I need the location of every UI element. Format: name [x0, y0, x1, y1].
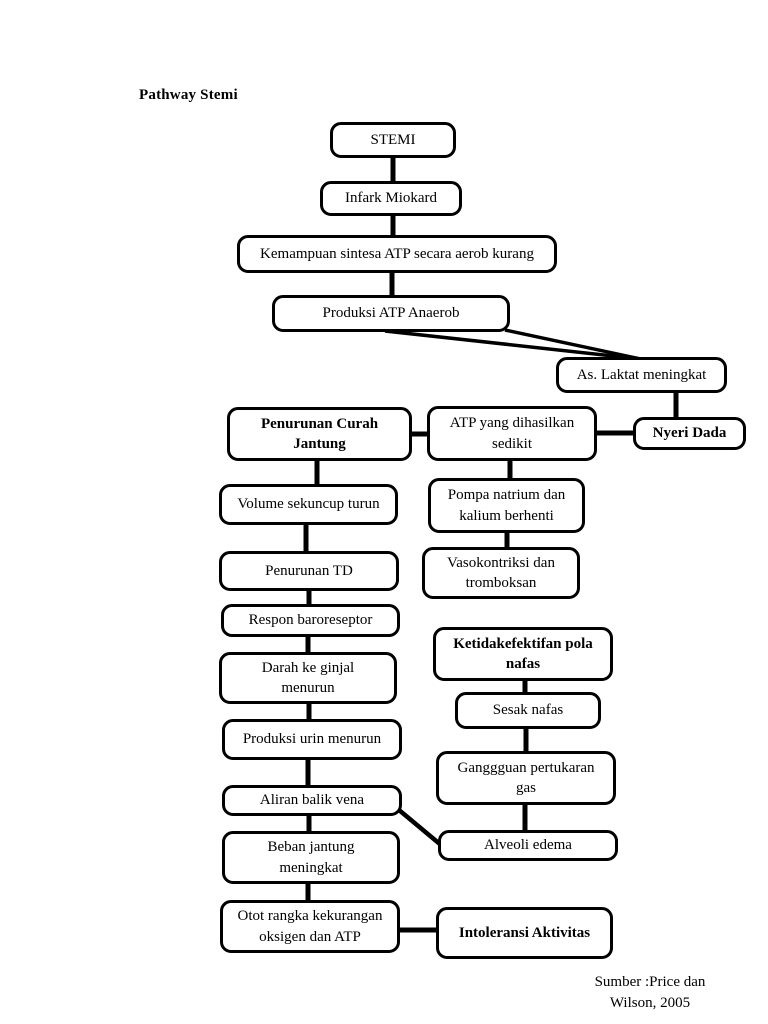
node-otot-rangka-kekurangan: Otot rangka kekurangan oksigen dan ATP	[220, 900, 400, 953]
connector-aliran-alveoli	[397, 808, 443, 847]
node-alveoli-edema: Alveoli edema	[438, 830, 618, 861]
node-ketidakefektifan-pola-nafas: Ketidakefektifan pola nafas	[433, 627, 613, 681]
source-citation-line1: Sumber :Price dan	[594, 974, 706, 990]
node-sesak-nafas: Sesak nafas	[455, 692, 601, 729]
node-penurunan-td: Penurunan TD	[219, 551, 399, 591]
node-nyeri-dada: Nyeri Dada	[633, 417, 746, 450]
node-produksi-atp-anaerob: Produksi ATP Anaerob	[272, 295, 510, 332]
node-vasokontriksi-tromboksan: Vasokontriksi dan tromboksan	[422, 547, 580, 599]
page-title: Pathway Stemi	[139, 87, 238, 103]
node-produksi-urin-menurun: Produksi urin menurun	[222, 719, 402, 760]
node-stemi: STEMI	[330, 122, 456, 158]
node-atp-yang-dihasilkan-sedikit: ATP yang dihasilkan sedikit	[427, 406, 597, 461]
node-darah-ke-ginjal-menurun: Darah ke ginjal menurun	[219, 652, 397, 704]
node-respon-baroreseptor: Respon baroreseptor	[221, 604, 400, 637]
connector-produksi-aslaktat-1	[384, 329, 651, 362]
source-citation-line2: Wilson, 2005	[609, 995, 691, 1011]
node-intoleransi-aktivitas: Intoleransi Aktivitas	[436, 907, 613, 959]
node-ganggguan-pertukaran-gas: Ganggguan pertukaran gas	[436, 751, 616, 805]
node-volume-sekuncup-turun: Volume sekuncup turun	[219, 484, 398, 525]
node-as-laktat-meningkat: As. Laktat meningkat	[556, 357, 727, 393]
node-pompa-natrium-kalium: Pompa natrium dan kalium berhenti	[428, 478, 585, 533]
node-infark-miokard: Infark Miokard	[320, 181, 462, 216]
node-beban-jantung-meningkat: Beban jantung meningkat	[222, 831, 400, 884]
source-citation: Sumber :Price dan Wilson, 2005	[555, 972, 745, 1014]
node-kemampuan-sintesa: Kemampuan sintesa ATP secara aerob kuran…	[237, 235, 557, 273]
node-penurunan-curah-jantung: Penurunan Curah Jantung	[227, 407, 412, 461]
connector-produksi-aslaktat-2	[504, 328, 651, 363]
node-aliran-balik-vena: Aliran balik vena	[222, 785, 402, 816]
